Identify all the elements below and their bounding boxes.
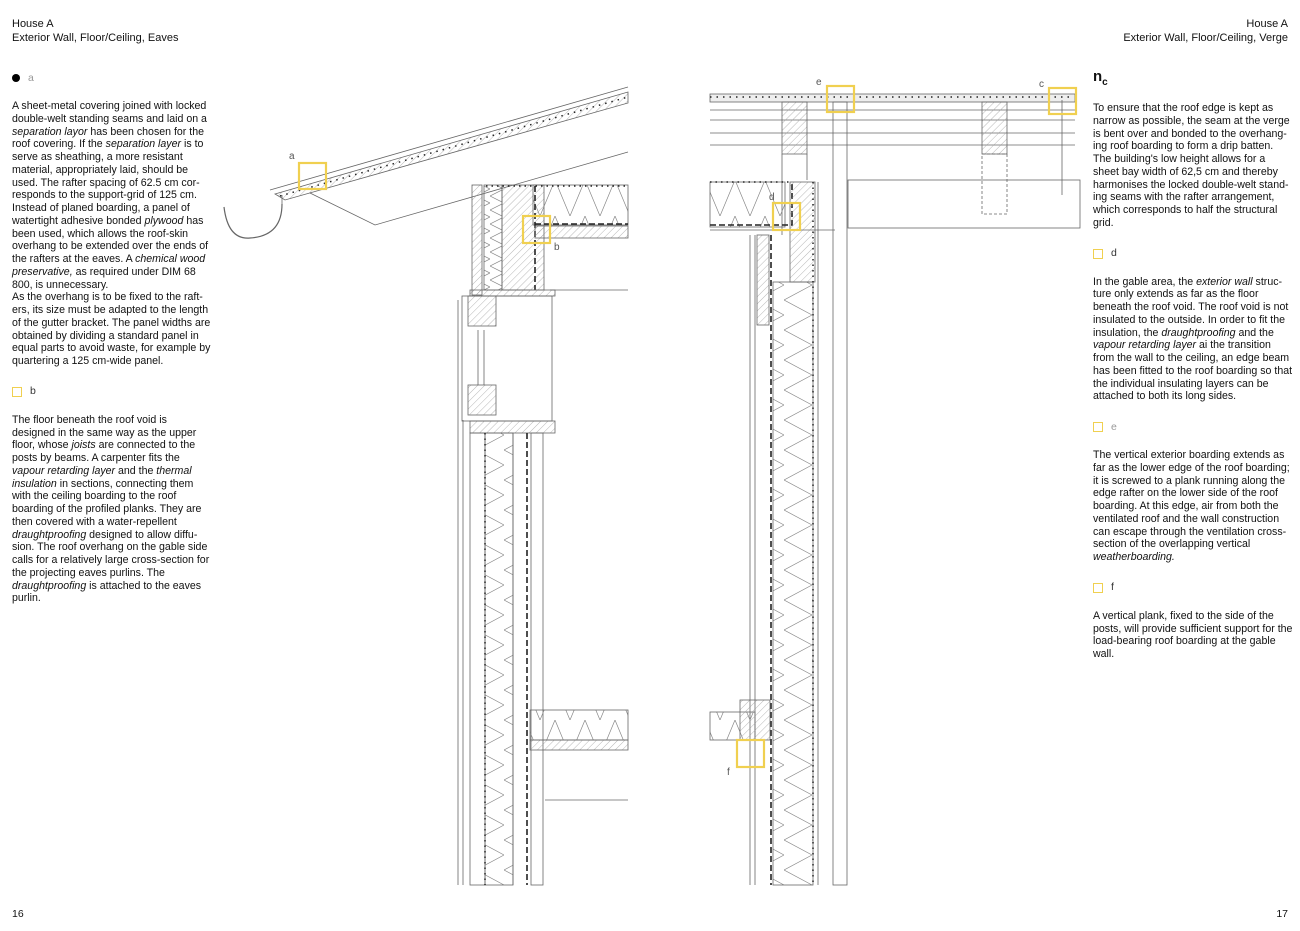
- right-header-title: House A: [1246, 18, 1288, 30]
- text-run: As the overhang is to be fixed to the ra…: [12, 291, 211, 367]
- text-run: The vertical exterior boarding extends a…: [1093, 449, 1290, 551]
- text-run: and the: [1235, 326, 1274, 339]
- text-run: in sections, connecting them with the ce…: [12, 477, 202, 528]
- section-marker-a: a: [12, 70, 212, 86]
- left-text-column: a A sheet-metal covering joined with lock…: [12, 70, 212, 621]
- callout-box-a: [297, 161, 328, 191]
- right-text-column: nc To ensure that the roof edge is kept a…: [1093, 67, 1293, 677]
- text-run: ai the transition from the wall to the c…: [1093, 339, 1293, 403]
- paragraph: The vertical exterior boarding extends a…: [1093, 449, 1293, 564]
- text-run: To ensure that the roof edge is kept as …: [1093, 102, 1290, 229]
- highlight-square-icon: [1093, 422, 1103, 432]
- text-run: A vertical plank, fixed to the side of t…: [1093, 609, 1293, 660]
- italic-term: joists: [71, 439, 96, 452]
- section-label: b: [30, 385, 36, 398]
- text-run: In the gable area, the: [1093, 275, 1197, 288]
- paragraph: The floor beneath the roof void is desig…: [12, 414, 212, 605]
- callout-box-b: [521, 214, 552, 245]
- text-run: designed to allow diffu­sion. The roof o…: [12, 528, 210, 579]
- text-run: is attached to the eaves purlin.: [12, 579, 202, 605]
- text-run: is to serve as sheathing, a more resista…: [12, 138, 204, 227]
- italic-term: plywood: [144, 214, 184, 227]
- text-run: are connected to the posts by beams. A c…: [12, 439, 196, 464]
- italic-term: thermal insulation: [12, 464, 192, 490]
- callout-box-c: [1047, 86, 1078, 116]
- italic-term: weatherboarding.: [1093, 551, 1175, 563]
- right-header-subtitle: Exterior Wall, Floor/Ceiling, Verge: [1123, 32, 1288, 44]
- section-marker-b: b: [12, 384, 212, 400]
- drawing-label-c: c: [1039, 79, 1044, 90]
- paragraph: As the overhang is to be fixed to the ra…: [12, 291, 212, 368]
- italic-term: separation layor: [12, 125, 88, 138]
- callout-box-e: [825, 84, 856, 114]
- highlight-square-icon: [1093, 582, 1103, 593]
- italic-term: exterior wall: [1196, 275, 1253, 288]
- section-label: f: [1111, 581, 1114, 594]
- section-marker-f: f: [1093, 580, 1293, 596]
- callout-box-f: [735, 738, 766, 769]
- text-run: as required under DIM 68 800, is unneces…: [12, 265, 196, 291]
- detail-callouts: [297, 84, 1078, 769]
- left-header-subtitle: Exterior Wall, Floor/Ceiling, Eaves: [12, 32, 179, 44]
- italic-term: vapour retarding layer: [12, 464, 116, 477]
- italic-term: vapour retarding layer: [1093, 339, 1197, 352]
- bullet-icon: [12, 74, 20, 82]
- section-label: a: [28, 71, 34, 84]
- italic-term: draughtproofing: [12, 528, 87, 541]
- paragraph: A vertical plank, fixed to the side of t…: [1093, 610, 1293, 661]
- italic-term: draughtproofing: [1161, 326, 1236, 339]
- text-run: A sheet-metal covering joined with locke…: [12, 100, 207, 125]
- paragraph: A sheet-metal covering joined with locke…: [12, 100, 212, 291]
- text-run: The floor beneath the roof void is desig…: [12, 413, 197, 452]
- section-label: d: [1111, 247, 1117, 260]
- paragraph: In the gable area, the exterior wall str…: [1093, 276, 1293, 404]
- italic-term: separation layer: [105, 138, 182, 151]
- drawing-label-b: b: [554, 242, 560, 253]
- highlight-square-icon: [12, 386, 22, 397]
- highlight-square-icon: [1093, 248, 1103, 259]
- drawing-label-a: a: [289, 151, 295, 162]
- right-page-header: House A Exterior Wall, Floor/Ceiling, Ve…: [1123, 17, 1288, 45]
- section-marker-d: d: [1093, 246, 1293, 262]
- italic-term: draughtproofing: [12, 579, 87, 592]
- right-page-number: 17: [1276, 908, 1288, 920]
- left-page-header: House A Exterior Wall, Floor/Ceiling, Ea…: [12, 17, 178, 45]
- text-run: has been chosen for the roof covering. I…: [12, 125, 205, 151]
- drawing-label-d: d: [769, 192, 775, 203]
- drawing-label-f: f: [727, 767, 730, 778]
- section-label: e: [1111, 420, 1117, 433]
- section-marker-c: nc: [1093, 67, 1293, 88]
- text-run: and the: [115, 464, 157, 477]
- left-header-title: House A: [12, 18, 54, 30]
- verge-section-drawing: [709, 93, 1081, 886]
- paragraph: To ensure that the roof edge is kept as …: [1093, 102, 1293, 230]
- italic-term: chemical wood preservative,: [12, 253, 206, 278]
- drawing-label-e: e: [816, 77, 822, 88]
- section-label: nc: [1093, 67, 1108, 88]
- callout-box-d: [771, 201, 802, 232]
- left-page-number: 16: [12, 908, 24, 920]
- section-marker-e: e: [1093, 419, 1293, 435]
- eaves-section-drawing: [223, 86, 629, 886]
- text-run: struc­ture only extends as far as the fl…: [1093, 275, 1289, 339]
- text-run: has been used, which allows the roof-ski…: [12, 214, 209, 265]
